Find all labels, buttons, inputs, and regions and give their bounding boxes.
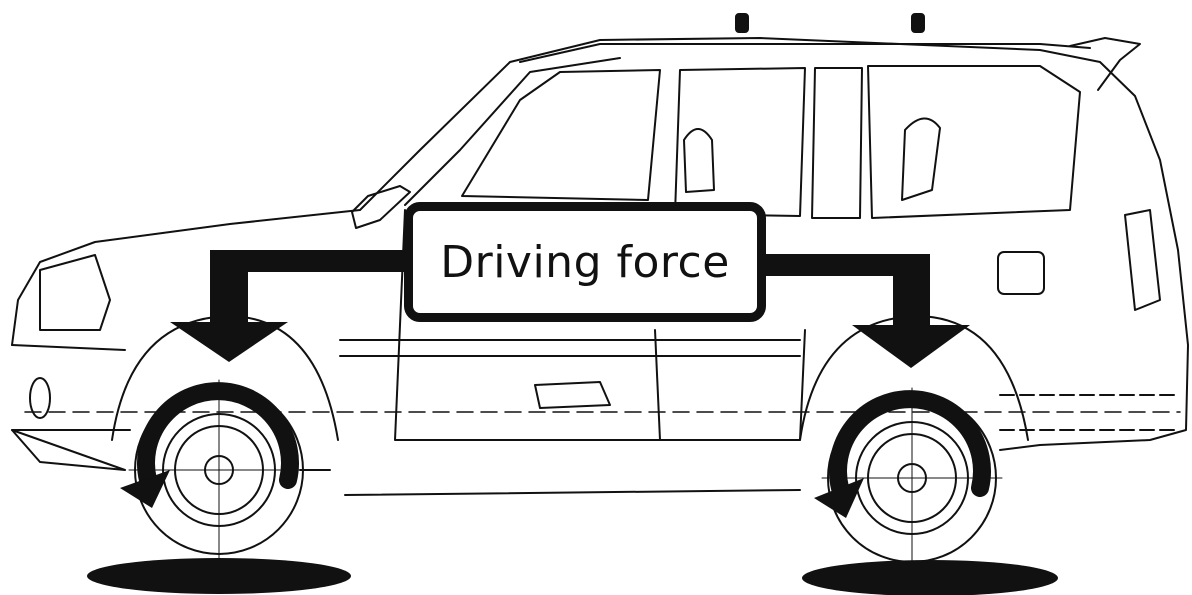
front-bumper	[12, 345, 130, 430]
front-ground-shadow	[87, 558, 351, 594]
headlight	[40, 255, 110, 330]
windshield	[405, 58, 620, 205]
roof-antenna-rear	[912, 14, 924, 32]
front-wheel-rotation-arrow	[146, 391, 290, 480]
rear-quarter-window	[868, 66, 1080, 218]
rear-door-window	[675, 68, 805, 216]
rear-force-arrow	[762, 254, 970, 368]
front-force-arrow	[170, 250, 410, 362]
door-handle	[535, 382, 610, 408]
front-door-window	[462, 70, 660, 200]
body-molding	[340, 340, 800, 356]
rear-ground-shadow	[802, 560, 1058, 595]
front-seat-headrest	[684, 129, 714, 192]
driving-force-label: Driving force	[440, 237, 730, 288]
side-mirror	[352, 186, 410, 228]
fuel-cap	[998, 252, 1044, 294]
rear-wheel-rotation-arrow	[838, 399, 982, 488]
middle-quarter-window	[812, 68, 862, 218]
roof-antenna-front	[736, 14, 748, 32]
roof-spoiler	[1070, 38, 1140, 90]
driving-force-label-box: Driving force	[404, 202, 766, 322]
tail-light	[1125, 210, 1160, 310]
rear-door-line	[660, 330, 805, 440]
rear-seat-headrest	[902, 118, 940, 200]
